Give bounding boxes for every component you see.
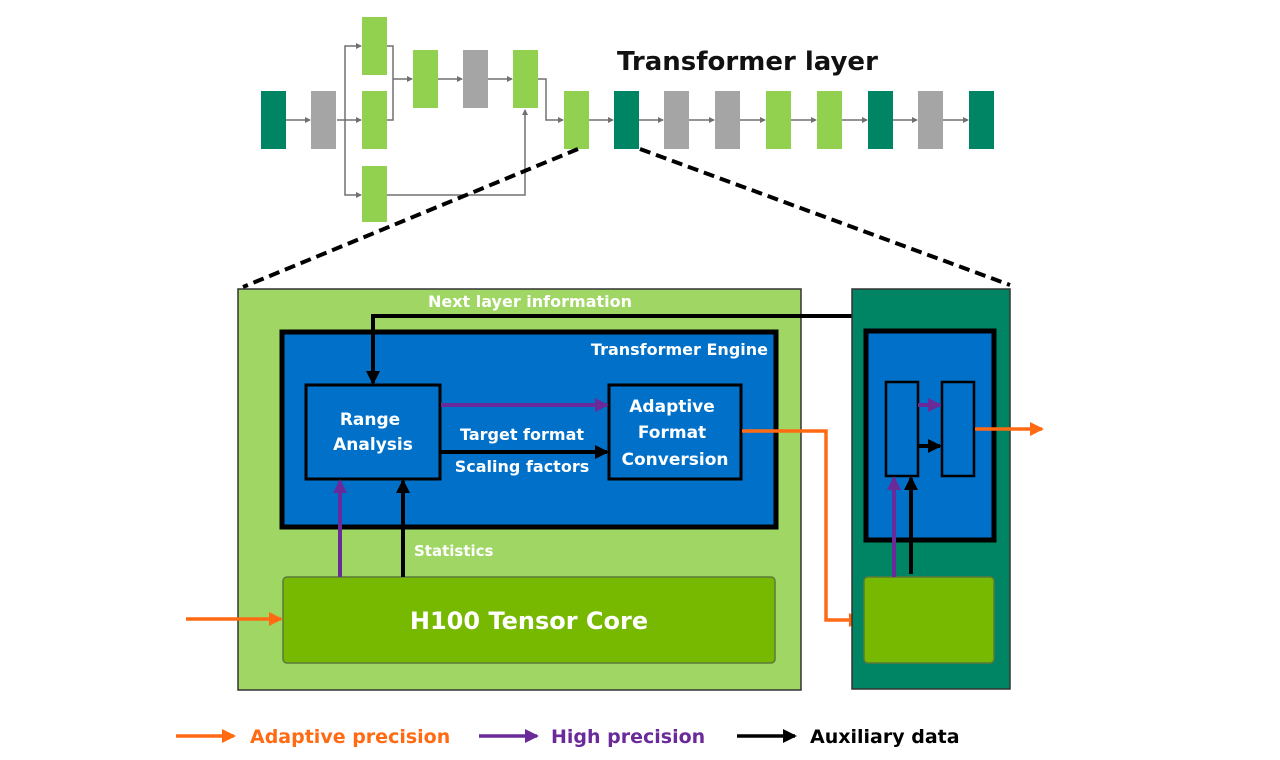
scaling-factors-label: Scaling factors: [455, 457, 589, 476]
main-row-blocks: [564, 91, 994, 149]
transformer-engine-label: Transformer Engine: [591, 340, 768, 359]
statistics-label: Statistics: [414, 542, 494, 560]
layer-block-dark-green: [261, 91, 286, 149]
range-analysis-label: Range Analysis: [333, 410, 413, 455]
layer-block-gray: [311, 91, 336, 149]
legend-item-adaptive: Adaptive precision: [176, 726, 450, 748]
zoom-line-left: [242, 147, 579, 289]
layer-block-light-green: [413, 50, 438, 108]
adaptive-output-arrow: [742, 429, 863, 627]
layer-block-gray: [664, 91, 689, 149]
right-format-box: [940, 380, 976, 478]
layer-block-light-green: [362, 166, 387, 222]
layer-block-dark-green: [614, 91, 639, 149]
transformer-layer-title: Transformer layer: [617, 47, 878, 77]
layer-connectors: [286, 43, 564, 198]
format-conversion-label: Adaptive Format Conversion: [622, 397, 729, 470]
layer-block-light-green: [513, 50, 538, 108]
next-layer-label: Next layer information: [428, 292, 632, 311]
layer-block-light-green: [766, 91, 791, 149]
layer-block-light-green: [362, 17, 387, 75]
target-format-label: Target format: [460, 425, 584, 444]
branch-blocks: [261, 17, 538, 222]
legend: Adaptive precision High precision Auxili…: [176, 726, 960, 748]
legend-aux-label: Auxiliary data: [810, 726, 960, 748]
tensor-core-label: H100 Tensor Core: [410, 607, 648, 635]
legend-item-aux: Auxiliary data: [737, 726, 960, 748]
layer-block-dark-green: [868, 91, 893, 149]
range-analysis-box: [304, 383, 442, 481]
layer-block-gray: [715, 91, 740, 149]
layer-block-gray: [918, 91, 943, 149]
layer-block-light-green: [564, 91, 589, 149]
right-range-box: [884, 380, 920, 478]
format-conversion-box: [607, 383, 743, 481]
layer-block-light-green: [817, 91, 842, 149]
legend-adaptive-label: Adaptive precision: [250, 726, 450, 748]
zoom-line-right: [639, 147, 1011, 287]
layer-block-light-green: [362, 91, 387, 149]
layer-block-dark-green: [969, 91, 994, 149]
legend-high-label: High precision: [551, 726, 705, 748]
tensor-core-box: [282, 576, 776, 664]
right-tensor-core-box: [863, 576, 995, 664]
legend-item-high: High precision: [479, 726, 705, 748]
next-layer-info-arrow: [366, 314, 852, 385]
layer-block-gray: [463, 50, 488, 108]
